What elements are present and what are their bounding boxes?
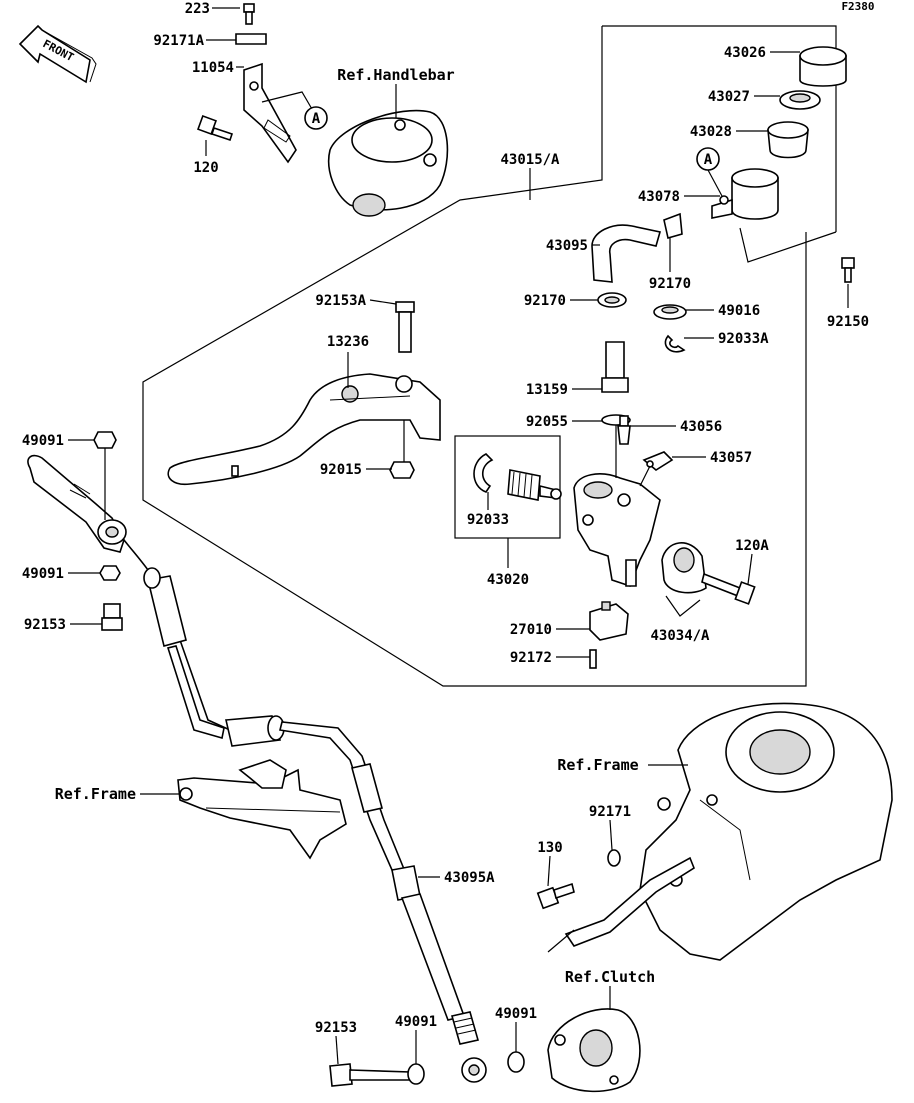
label-43027: 43027 xyxy=(708,89,750,105)
label-92170-lower: 92170 xyxy=(524,293,566,309)
cap-49016 xyxy=(653,304,687,320)
label-43095: 43095 xyxy=(546,238,588,254)
clip-92170-lower xyxy=(597,292,627,308)
pivot-bolt-92153A xyxy=(395,301,415,353)
cap-43057 xyxy=(642,451,674,471)
ref-clutch: Ref.Clutch xyxy=(565,968,655,986)
assembly-frame-top xyxy=(602,25,837,232)
label-43057: 43057 xyxy=(710,450,752,466)
label-92153A: 92153A xyxy=(315,293,366,309)
clutch-lever-13236 xyxy=(167,373,441,486)
fitting-13159 xyxy=(601,341,629,393)
hose-end-fitting xyxy=(450,1011,487,1083)
reservoir-cap-43026 xyxy=(799,46,847,87)
diaphragm-43028 xyxy=(767,121,809,159)
screw-92172 xyxy=(589,649,597,669)
clamp-92171A xyxy=(235,33,267,45)
label-43078: 43078 xyxy=(638,189,680,205)
label-43095A: 43095A xyxy=(444,870,495,886)
handlebar-switch-housing xyxy=(327,109,449,217)
figure-code: F2380 xyxy=(841,0,874,13)
reservoir-43078 xyxy=(711,168,779,220)
bolt-130 xyxy=(536,882,575,910)
label-92171: 92171 xyxy=(589,804,631,820)
bolt-120 xyxy=(197,115,234,142)
ref-handlebar: Ref.Handlebar xyxy=(337,66,454,84)
label-49091-lower-right: 49091 xyxy=(495,1006,537,1022)
clip-92170-upper xyxy=(663,212,683,240)
label-92055: 92055 xyxy=(526,414,568,430)
washer-49091-top xyxy=(93,431,117,449)
label-43028: 43028 xyxy=(690,124,732,140)
grommet xyxy=(225,715,285,747)
label-13159: 13159 xyxy=(526,382,568,398)
hose-mid xyxy=(166,645,225,740)
label-120A: 120A xyxy=(735,538,769,554)
label-130: 130 xyxy=(537,840,562,856)
banjo-bolt-92153-upper xyxy=(101,603,123,631)
label-43015A: 43015/A xyxy=(500,152,560,168)
label-92172: 92172 xyxy=(510,650,552,666)
label-13236: 13236 xyxy=(327,334,369,350)
label-43056: 43056 xyxy=(680,419,722,435)
piston-assembly xyxy=(507,469,562,501)
label-92015: 92015 xyxy=(320,462,362,478)
circlip-92033 xyxy=(473,453,494,493)
label-49091-top: 49091 xyxy=(22,433,64,449)
assembly-frame-outline xyxy=(142,26,807,687)
nut-92015 xyxy=(389,461,415,479)
label-49091-lower-left: 49091 xyxy=(395,1014,437,1030)
label-49016: 49016 xyxy=(718,303,760,319)
circlip-92033A xyxy=(664,334,686,353)
diaphragm-plate-43027 xyxy=(779,90,821,110)
callout-a-reservoir-label: A xyxy=(704,152,713,168)
bolt-92153-lower xyxy=(329,1063,411,1087)
label-92150: 92150 xyxy=(827,314,869,330)
frame-head-right xyxy=(639,702,893,961)
label-11054: 11054 xyxy=(192,60,234,76)
bleeder-43056 xyxy=(617,415,631,445)
label-92153-lower: 92153 xyxy=(315,1020,357,1036)
callout-a-bracket xyxy=(304,106,328,130)
label-120: 120 xyxy=(193,160,218,176)
hose-43095 xyxy=(591,224,662,283)
frame-bracket-left xyxy=(177,759,347,860)
ref-frame-left: Ref.Frame xyxy=(55,785,136,803)
label-43034A: 43034/A xyxy=(650,628,710,644)
bolt-92150 xyxy=(841,257,855,283)
hose-bottom xyxy=(400,893,466,1021)
washer-49091-lower-right xyxy=(507,1051,525,1073)
label-43020: 43020 xyxy=(487,572,529,588)
label-27010: 27010 xyxy=(510,622,552,638)
bolt-120A xyxy=(701,572,756,605)
hose-sleeve-upper xyxy=(143,567,187,647)
label-92153-upper: 92153 xyxy=(24,617,66,633)
label-92170-upper: 92170 xyxy=(649,276,691,292)
label-43026: 43026 xyxy=(724,45,766,61)
label-49091-mid: 49091 xyxy=(22,566,64,582)
master-cylinder-body xyxy=(573,473,661,588)
hose-sleeve-lower xyxy=(351,763,421,901)
clamp-43034A xyxy=(661,542,707,594)
bracket-92171 xyxy=(564,849,695,947)
clutch-release-cylinder xyxy=(547,1008,641,1093)
switch-27010 xyxy=(589,601,629,641)
front-direction-arrow: FRONT xyxy=(18,24,97,84)
label-92033: 92033 xyxy=(467,512,509,528)
ref-frame-right: Ref.Frame xyxy=(557,756,638,774)
label-223: 223 xyxy=(185,1,210,17)
label-92033A: 92033A xyxy=(718,331,769,347)
label-92171A: 92171A xyxy=(153,33,204,49)
washer-49091-lower-left xyxy=(407,1063,425,1085)
banjo-upper xyxy=(27,454,127,553)
bracket-11054 xyxy=(243,62,297,164)
callout-a-bracket-label: A xyxy=(312,111,321,127)
bolt-223 xyxy=(243,3,255,25)
washer-49091-mid xyxy=(99,565,121,581)
